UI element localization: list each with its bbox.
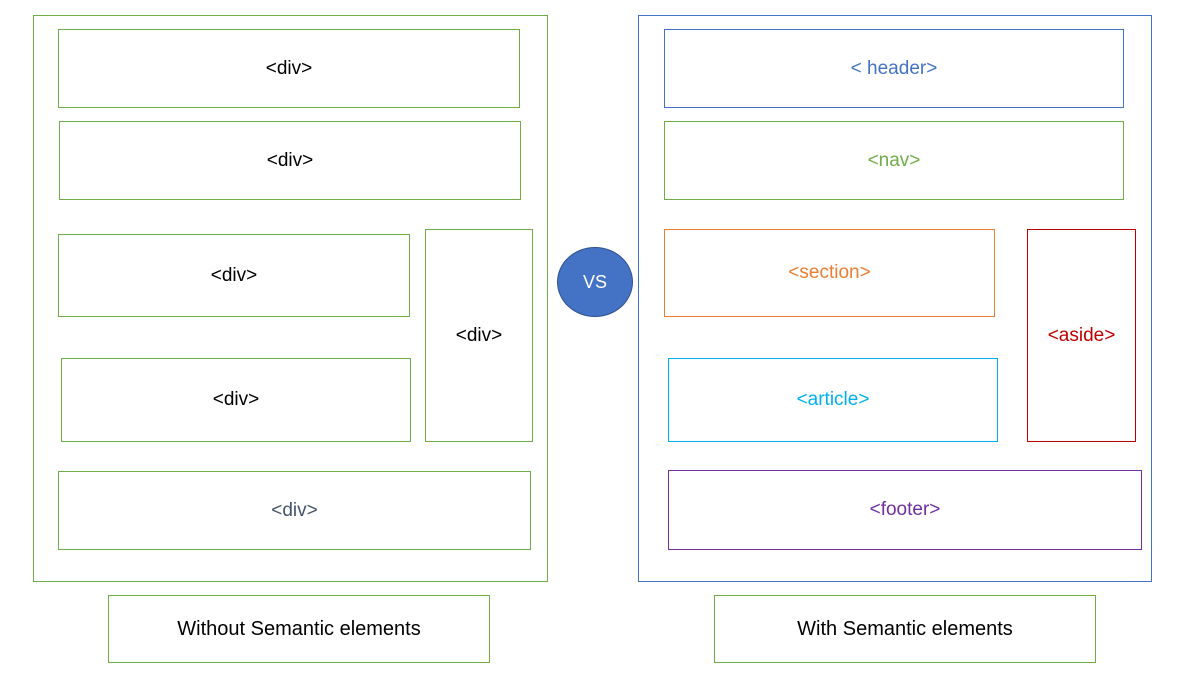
without-semantic-frame <box>33 15 548 582</box>
aside-box: <aside> <box>1027 229 1136 442</box>
div-box-top: <div> <box>58 29 520 108</box>
caption-with-semantic: With Semantic elements <box>714 595 1096 663</box>
div-box-middle-left-upper: <div> <box>58 234 410 317</box>
vs-badge: VS <box>557 247 633 317</box>
div-box-bottom: <div> <box>58 471 531 550</box>
nav-box: <nav> <box>664 121 1124 200</box>
div-box-side: <div> <box>425 229 533 442</box>
div-box-second: <div> <box>59 121 521 200</box>
article-box: <article> <box>668 358 998 442</box>
caption-without-semantic: Without Semantic elements <box>108 595 490 663</box>
section-box: <section> <box>664 229 995 317</box>
header-box: < header> <box>664 29 1124 108</box>
div-box-middle-left-lower: <div> <box>61 358 411 442</box>
with-semantic-frame <box>638 15 1152 582</box>
footer-box: <footer> <box>668 470 1142 550</box>
